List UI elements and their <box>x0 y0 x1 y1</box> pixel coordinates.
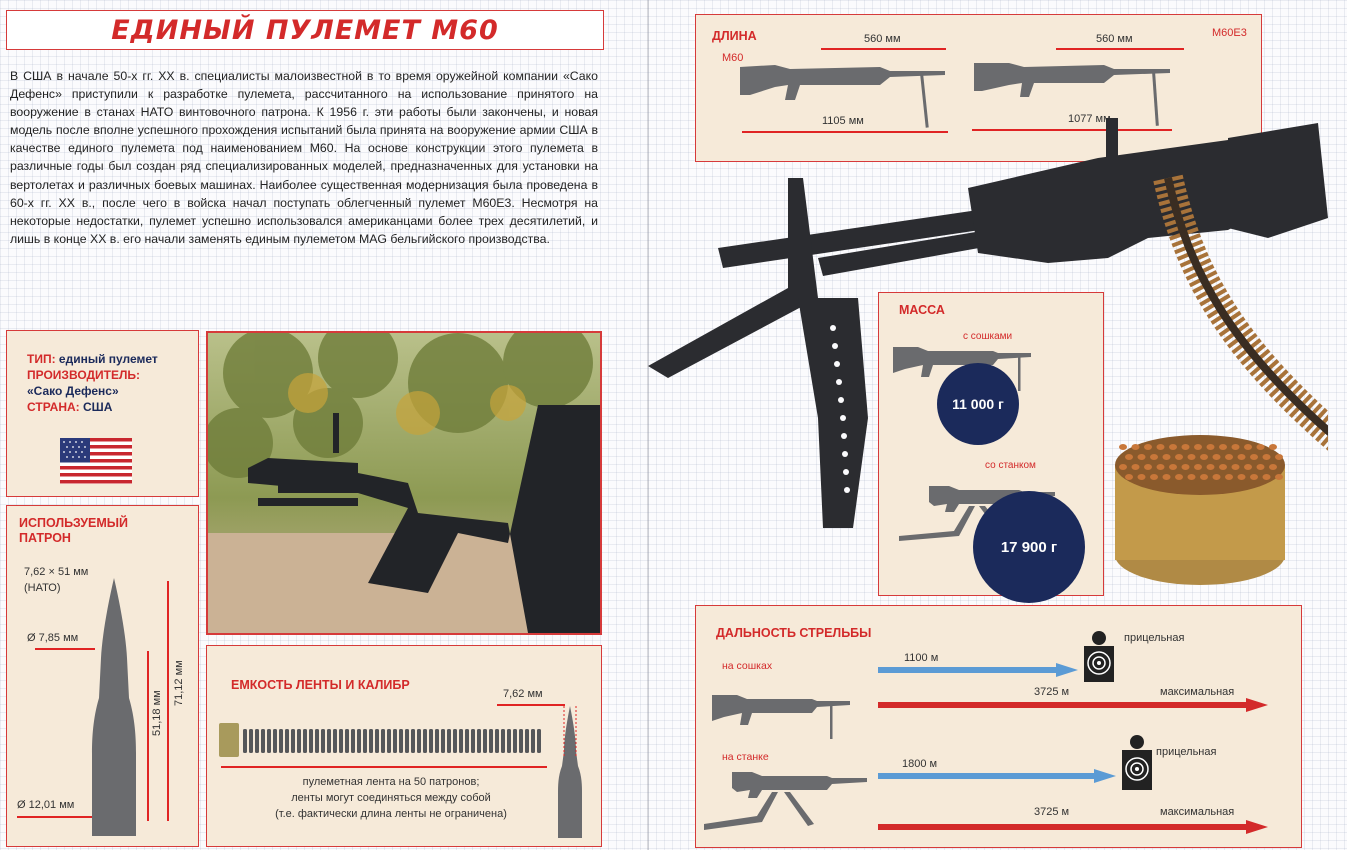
belt-caption-line3: (т.е. фактически длина ленты не ограниче… <box>275 808 507 820</box>
range-tripod-max-arrow <box>878 820 1268 834</box>
range-bipod-label: на сошках <box>722 660 773 672</box>
intro-text: В США в начале 50-х гг. XX в. специалист… <box>10 69 598 246</box>
m60e3-total-line <box>972 129 1172 131</box>
length-heading: ДЛИНА <box>712 29 757 43</box>
belt-box: ЕМКОСТЬ ЛЕНТЫ И КАЛИБР 7,62 мм пулеметна… <box>206 645 602 847</box>
mass-tripod-value: 17 900 г <box>973 491 1085 603</box>
page-title: ЕДИНЫЙ ПУЛЕМЕТ М60 <box>111 15 499 46</box>
cartridge-caliber-block: 7,62 × 51 мм (НАТО) <box>24 564 88 596</box>
cartridge-silhouette-icon <box>92 578 136 836</box>
specs-box: ТИП: единый пулемет ПРОИЗВОДИТЕЛЬ: «Сако… <box>6 330 199 497</box>
range-box: ДАЛЬНОСТЬ СТРЕЛЬБЫ на сошках 1100 м приц… <box>695 605 1302 848</box>
range-tripod-target-icon <box>1122 735 1152 790</box>
length-box: ДЛИНА М60 М60Е3 560 мм 1105 мм 560 мм 10… <box>695 14 1262 162</box>
cartridge-caliber: 7,62 × 51 мм <box>24 566 89 578</box>
neck-arrow <box>35 648 95 650</box>
mass-box: МАССА с сошками 11 000 г со станком 17 9… <box>878 292 1104 603</box>
range-tripod-label: на станке <box>722 751 769 763</box>
total-length-line <box>167 581 169 821</box>
m60e3-barrel-line <box>1056 48 1184 50</box>
maker-value: «Сако Дефенс» <box>27 384 119 398</box>
m60-gun-illustration <box>648 118 1328 528</box>
base-arrow <box>17 816 95 818</box>
belt-caption: пулеметная лента на 50 патронов; ленты м… <box>241 774 541 822</box>
range-tripod-max-label: максимальная <box>1160 806 1235 818</box>
range-bipod-gun-icon <box>712 695 850 739</box>
total-length: 71,12 мм <box>173 660 185 706</box>
belt-caliber: 7,62 мм <box>503 688 543 700</box>
page-spine <box>647 0 649 850</box>
m60e3-barrel-length: 560 мм <box>1096 33 1133 45</box>
range-bipod-aimed: 1100 м <box>904 652 939 664</box>
m60e3-silhouette-icon <box>974 63 1170 126</box>
m60-barrel-length: 560 мм <box>864 33 901 45</box>
range-bipod-max-arrow <box>878 698 1268 712</box>
case-length-line <box>147 651 149 821</box>
m60-label: М60 <box>722 52 744 64</box>
field-photo-image <box>203 318 600 633</box>
ammo-belt-icon <box>219 723 541 757</box>
cartridge-box: ИСПОЛЬЗУЕМЫЙ ПАТРОН 7,62 × 51 мм (НАТО) … <box>6 505 199 847</box>
base-diameter: Ø 12,01 мм <box>17 799 75 811</box>
range-tripod-aimed: 1800 м <box>902 758 938 770</box>
neck-diameter: Ø 7,85 мм <box>27 632 79 644</box>
belt-caption-line2: ленты могут соединяться между собой <box>291 792 491 804</box>
mass-bipod-label: с сошками <box>963 331 1013 342</box>
maker-label: ПРОИЗВОДИТЕЛЬ: <box>27 368 141 382</box>
cartridge-heading: ИСПОЛЬЗУЕМЫЙ ПАТРОН <box>19 516 128 546</box>
country-label: СТРАНА: <box>27 400 80 414</box>
range-bipod-max-label: максимальная <box>1160 686 1235 698</box>
us-flag-icon <box>60 438 132 484</box>
m60-total-line <box>742 131 948 133</box>
range-tripod-aimed-arrow <box>878 769 1116 783</box>
cartridge-heading-line1: ИСПОЛЬЗУЕМЫЙ <box>19 516 128 530</box>
belt-caption-line1: пулеметная лента на 50 патронов; <box>302 776 480 788</box>
range-bipod-target-icon <box>1084 631 1114 682</box>
m60e3-label: М60Е3 <box>1212 27 1247 39</box>
mass-bipod-gun-icon <box>893 347 1031 391</box>
m60-barrel-line <box>821 48 946 50</box>
mass-heading: МАССА <box>899 303 945 317</box>
specs-text: ТИП: единый пулемет ПРОИЗВОДИТЕЛЬ: «Сако… <box>27 351 197 415</box>
range-heading: ДАЛЬНОСТЬ СТРЕЛЬБЫ <box>716 626 872 640</box>
type-value: единый пулемет <box>58 352 158 366</box>
m60-total-length: 1105 мм <box>822 115 864 127</box>
title-box: ЕДИНЫЙ ПУЛЕМЕТ М60 <box>6 10 604 50</box>
caliber-arrow <box>497 704 565 706</box>
single-round-icon <box>558 706 582 838</box>
country-value: США <box>82 400 113 414</box>
range-bipod-aimed-arrow <box>878 663 1078 677</box>
m60-silhouette-icon <box>740 65 945 128</box>
belt-heading: ЕМКОСТЬ ЛЕНТЫ И КАЛИБР <box>231 678 410 692</box>
belt-length-line <box>221 766 547 768</box>
mass-tripod-label: со станком <box>985 460 1036 471</box>
cartridge-heading-line2: ПАТРОН <box>19 531 71 545</box>
m60e3-total-length: 1077 мм <box>1068 113 1111 125</box>
range-bipod-aimed-label: прицельная <box>1124 632 1185 644</box>
ammo-pile-icon <box>1115 435 1285 585</box>
cartridge-standard: (НАТО) <box>24 582 61 594</box>
range-tripod-aimed-label: прицельная <box>1156 746 1217 758</box>
case-length: 51,18 мм <box>151 690 163 736</box>
mass-bipod-value: 11 000 г <box>937 363 1019 445</box>
type-label: ТИП: <box>27 352 56 366</box>
field-photo <box>203 318 602 635</box>
range-bipod-max: 3725 м <box>1034 686 1070 698</box>
range-tripod-gun-icon <box>704 772 867 830</box>
range-tripod-max: 3725 м <box>1034 806 1070 818</box>
